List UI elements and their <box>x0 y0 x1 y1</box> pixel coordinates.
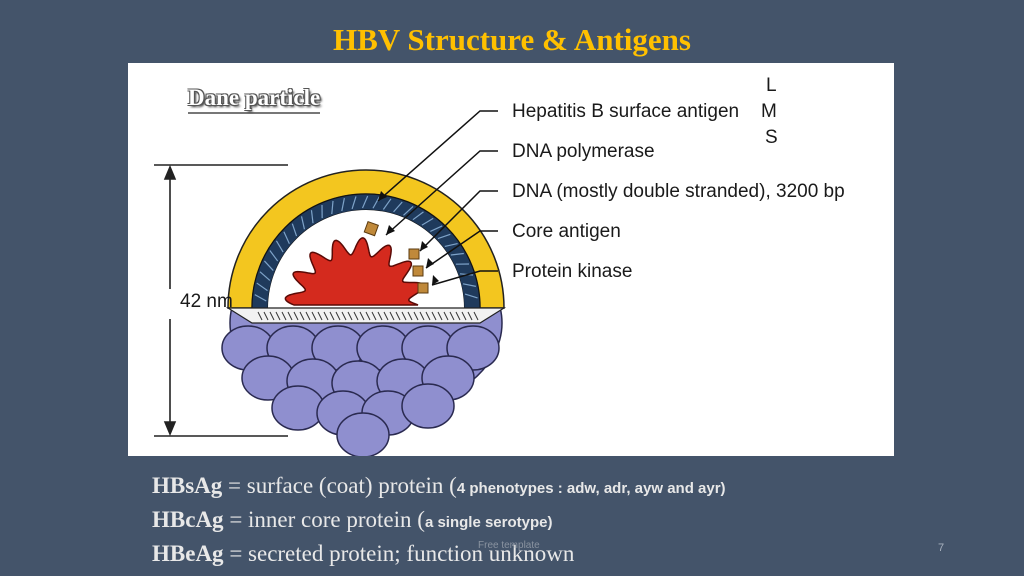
size-dimension-line <box>154 164 288 437</box>
size-label: 42 nm <box>180 291 233 312</box>
watermark-text: Free template <box>478 540 540 551</box>
capsid-spikes <box>254 195 478 302</box>
dane-particle-figure: Dane particle 42 nm Hepatitis B surface … <box>128 63 894 456</box>
label-protein-kinase: Protein kinase <box>512 261 633 282</box>
label-dna: DNA (mostly double stranded), 3200 bp <box>512 181 845 202</box>
label-l: L <box>766 75 777 96</box>
note-row: HBcAg = inner core protein (a single ser… <box>152 504 726 538</box>
lower-core-lobes <box>221 308 503 456</box>
note-text: = secreted protein; function unknown <box>223 541 575 566</box>
dane-particle-diagram <box>154 110 507 456</box>
label-s: S <box>765 127 778 148</box>
dane-particle-caption: Dane particle <box>188 85 321 114</box>
dna-core <box>284 237 425 306</box>
protein-kinase-marks <box>363 220 429 294</box>
antigen-notes: HBsAg = surface (coat) protein (4 phenot… <box>152 470 726 572</box>
pointer-arrowheads <box>378 191 439 285</box>
label-core-antigen: Core antigen <box>512 221 621 242</box>
note-detail: a single serotype) <box>424 514 553 531</box>
label-pointers <box>377 110 498 286</box>
note-detail: 4 phenotypes : adw, adr, ayw and ayr) <box>456 480 726 497</box>
label-surface-antigen: Hepatitis B surface antigen <box>512 101 740 122</box>
label-dna-polymerase: DNA polymerase <box>512 141 655 162</box>
slide-title: HBV Structure & Antigens <box>333 22 691 57</box>
note-text: = inner core protein ( <box>223 507 425 532</box>
note-row: HBsAg = surface (coat) protein (4 phenot… <box>152 470 726 504</box>
particle-base <box>225 307 507 324</box>
note-term: HBsAg <box>152 473 223 498</box>
page-number: 7 <box>938 542 945 554</box>
note-term: HBcAg <box>152 507 224 532</box>
label-m: M <box>761 101 777 122</box>
note-text: = surface (coat) protein ( <box>222 473 457 498</box>
note-term: HBeAg <box>152 541 224 566</box>
note-row: HBeAg = secreted protein; function unkno… <box>152 538 726 572</box>
